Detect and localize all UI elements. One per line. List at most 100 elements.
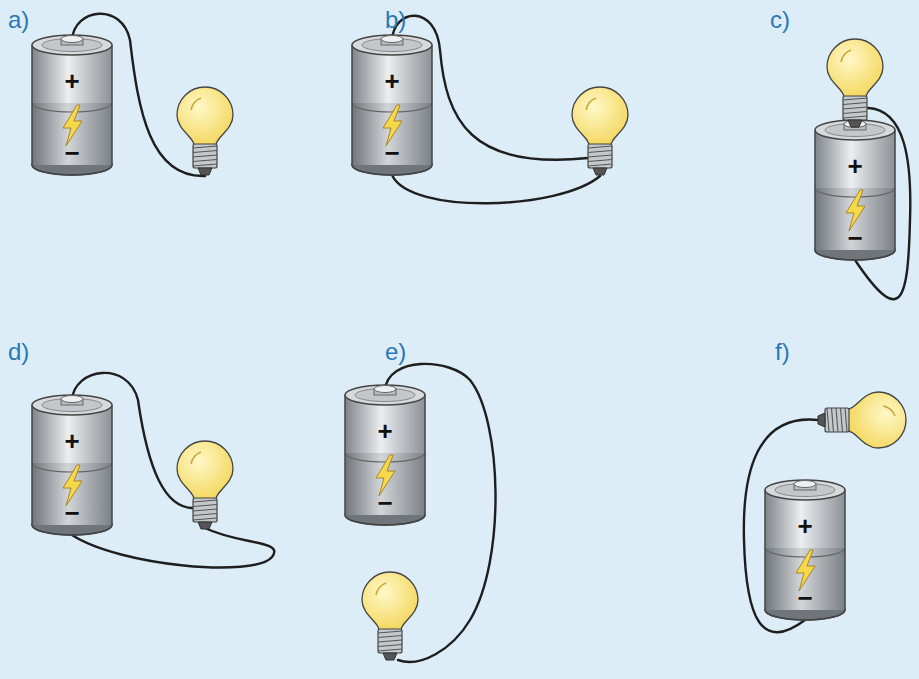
terminal-cap bbox=[61, 396, 83, 403]
screw-thread bbox=[843, 116, 867, 118]
minus-sign: − bbox=[384, 140, 399, 166]
battery-outline bbox=[32, 45, 112, 175]
bulb-base bbox=[825, 408, 849, 432]
plus-sign: + bbox=[847, 153, 862, 179]
panel-label: b) bbox=[385, 8, 406, 32]
screw-thread bbox=[193, 146, 217, 148]
bulb-glint bbox=[841, 50, 851, 62]
bulb-base bbox=[843, 96, 867, 120]
screw-thread bbox=[193, 164, 217, 166]
battery-lower bbox=[345, 453, 425, 515]
bulb-glass bbox=[848, 392, 906, 448]
bulb-tip bbox=[198, 168, 212, 175]
screw-thread bbox=[378, 636, 402, 638]
battery-band bbox=[345, 453, 425, 462]
battery-outline bbox=[815, 130, 895, 260]
screw-thread bbox=[193, 151, 217, 153]
screw-thread bbox=[843, 98, 867, 100]
battery-lower bbox=[32, 103, 112, 165]
battery-top bbox=[352, 35, 432, 55]
battery-top bbox=[765, 480, 845, 500]
screw-thread bbox=[378, 640, 402, 642]
screw-thread bbox=[843, 112, 867, 114]
bulb-tip bbox=[198, 522, 212, 529]
battery-lower bbox=[352, 103, 432, 165]
minus-sign: − bbox=[797, 585, 812, 611]
screw-thread bbox=[193, 518, 217, 520]
screw-thread bbox=[588, 155, 612, 157]
bulb-tip bbox=[383, 653, 397, 660]
battery bbox=[765, 480, 845, 620]
battery-lower bbox=[765, 548, 845, 610]
minus-sign: − bbox=[64, 140, 79, 166]
bulb-tip bbox=[848, 120, 862, 127]
screw-thread bbox=[843, 103, 867, 105]
screw-thread bbox=[193, 509, 217, 511]
bulb-glass bbox=[177, 441, 233, 499]
battery-band bbox=[352, 103, 432, 112]
battery-top bbox=[32, 35, 112, 55]
bulb-tip bbox=[818, 413, 825, 427]
light-bulb bbox=[362, 572, 418, 660]
minus-sign: − bbox=[377, 490, 392, 516]
panel-label: f) bbox=[775, 340, 790, 364]
battery-outline bbox=[765, 490, 845, 620]
battery-band bbox=[765, 548, 845, 557]
terminal-cap bbox=[794, 481, 816, 488]
bulb-tip bbox=[593, 168, 607, 175]
screw-thread bbox=[588, 160, 612, 162]
minus-sign: − bbox=[64, 500, 79, 526]
screw-thread bbox=[378, 645, 402, 647]
bulb-glass bbox=[827, 39, 883, 97]
minus-sign: − bbox=[847, 225, 862, 251]
wire bbox=[392, 175, 600, 203]
bulb-glass bbox=[362, 572, 418, 630]
bulb-glass bbox=[177, 87, 233, 145]
bulb-glint bbox=[376, 583, 386, 595]
battery-lower bbox=[815, 188, 895, 250]
screw-thread bbox=[845, 408, 847, 432]
battery bbox=[32, 35, 112, 175]
screw-thread bbox=[841, 408, 843, 432]
battery-band bbox=[32, 463, 112, 472]
bulb-base bbox=[193, 498, 217, 522]
screw-thread bbox=[588, 146, 612, 148]
plus-sign: + bbox=[64, 68, 79, 94]
battery bbox=[815, 120, 895, 260]
battery-top bbox=[815, 120, 895, 140]
screw-thread bbox=[836, 408, 838, 432]
bulb-glint bbox=[586, 98, 596, 110]
screw-thread bbox=[193, 514, 217, 516]
panel-label: e) bbox=[385, 340, 406, 364]
bulb-base bbox=[193, 144, 217, 168]
screw-thread bbox=[832, 408, 834, 432]
battery bbox=[32, 395, 112, 535]
light-bulb bbox=[572, 87, 628, 175]
terminal-cap bbox=[61, 36, 83, 43]
plus-sign: + bbox=[384, 68, 399, 94]
battery-top bbox=[32, 395, 112, 415]
light-bulb bbox=[827, 39, 883, 127]
bulb-base bbox=[588, 144, 612, 168]
screw-thread bbox=[588, 164, 612, 166]
screw-thread bbox=[378, 649, 402, 651]
panel-label: c) bbox=[770, 8, 790, 32]
screw-thread bbox=[193, 505, 217, 507]
terminal-cap bbox=[844, 121, 866, 128]
battery-lower bbox=[32, 463, 112, 525]
terminal-cap bbox=[374, 386, 396, 393]
screw-thread bbox=[843, 107, 867, 109]
battery bbox=[352, 35, 432, 175]
plus-sign: + bbox=[377, 418, 392, 444]
bulb-base bbox=[378, 629, 402, 653]
bulb-glint bbox=[191, 452, 201, 464]
battery-band bbox=[32, 103, 112, 112]
screw-thread bbox=[193, 160, 217, 162]
panel-label: d) bbox=[8, 340, 29, 364]
battery-outline bbox=[345, 395, 425, 525]
screw-thread bbox=[193, 155, 217, 157]
plus-sign: + bbox=[797, 513, 812, 539]
battery-outline bbox=[352, 45, 432, 175]
battery-band bbox=[815, 188, 895, 197]
battery bbox=[345, 385, 425, 525]
